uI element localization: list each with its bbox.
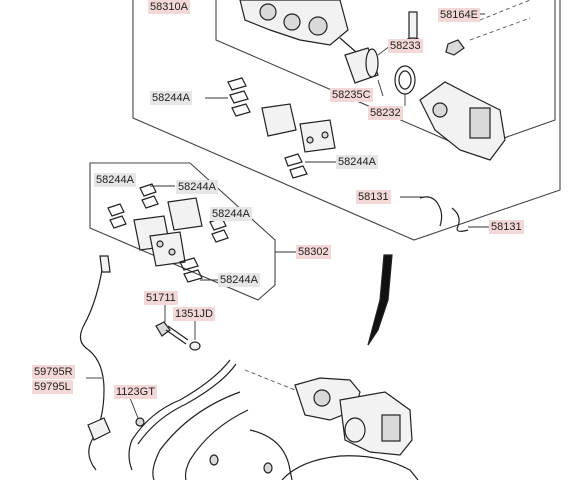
label-51711: 51711 xyxy=(144,291,178,305)
label-58244A-inner-3: 58244A xyxy=(210,207,252,221)
sensor-grommet xyxy=(99,255,111,273)
label-58164E: 58164E xyxy=(438,8,480,22)
label-59795L: 59795L xyxy=(32,380,73,394)
label-58131-right: 58131 xyxy=(489,220,524,234)
anti-rattle-spring-right xyxy=(451,207,469,232)
shield-hole-1 xyxy=(209,454,219,466)
dust-shield xyxy=(152,391,241,480)
label-58232: 58232 xyxy=(368,106,403,120)
guide-bolt xyxy=(445,39,465,56)
wheel-speed-sensor-cable xyxy=(79,257,105,471)
mounting-bolt xyxy=(155,321,189,345)
brake-pads-top xyxy=(261,103,336,153)
brake-disc xyxy=(281,455,419,480)
caliper-assembly xyxy=(294,377,413,456)
dust-shield-outline xyxy=(249,429,293,480)
dashed-guide-mid xyxy=(469,17,531,41)
dust-shield-inner xyxy=(184,409,249,480)
label-58233: 58233 xyxy=(388,39,423,53)
pad-clips-right xyxy=(284,153,308,179)
leader-lines xyxy=(86,13,489,419)
dashed-guide-top xyxy=(479,0,531,21)
anti-rattle-spring-left xyxy=(419,196,443,227)
sensor-head xyxy=(87,417,111,441)
brake-hose-arc xyxy=(367,254,393,346)
label-58235C: 58235C xyxy=(330,88,373,102)
washer xyxy=(189,341,201,351)
pad-kit-parts xyxy=(107,183,229,283)
label-58310A: 58310A xyxy=(148,0,190,14)
pad-clips-top xyxy=(227,77,251,117)
label-58244A-inner-4: 58244A xyxy=(218,273,260,287)
brake-pipe-inner xyxy=(137,363,237,445)
caliper-body-top xyxy=(239,0,357,53)
label-58244A-right: 58244A xyxy=(336,155,378,169)
label-58302: 58302 xyxy=(296,245,331,259)
brake-pipe xyxy=(128,359,231,471)
label-1351JD: 1351JD xyxy=(173,307,215,321)
piston-seal xyxy=(394,65,416,95)
clip-bolt xyxy=(135,417,145,427)
shield-hole-2 xyxy=(263,462,273,474)
caliper-bracket xyxy=(419,81,506,161)
label-59795R: 59795R xyxy=(32,365,75,379)
label-58244A-inner-1: 58244A xyxy=(94,173,136,187)
label-1123GT: 1123GT xyxy=(114,385,157,399)
pad-kit-frame xyxy=(89,162,276,301)
dashed-guide-lower xyxy=(244,369,301,393)
piston xyxy=(344,47,379,84)
label-58131-left: 58131 xyxy=(356,190,391,204)
label-58244A-inner-2: 58244A xyxy=(176,180,218,194)
label-58244A-top: 58244A xyxy=(150,91,192,105)
caliper-assembly-frame xyxy=(132,0,561,241)
